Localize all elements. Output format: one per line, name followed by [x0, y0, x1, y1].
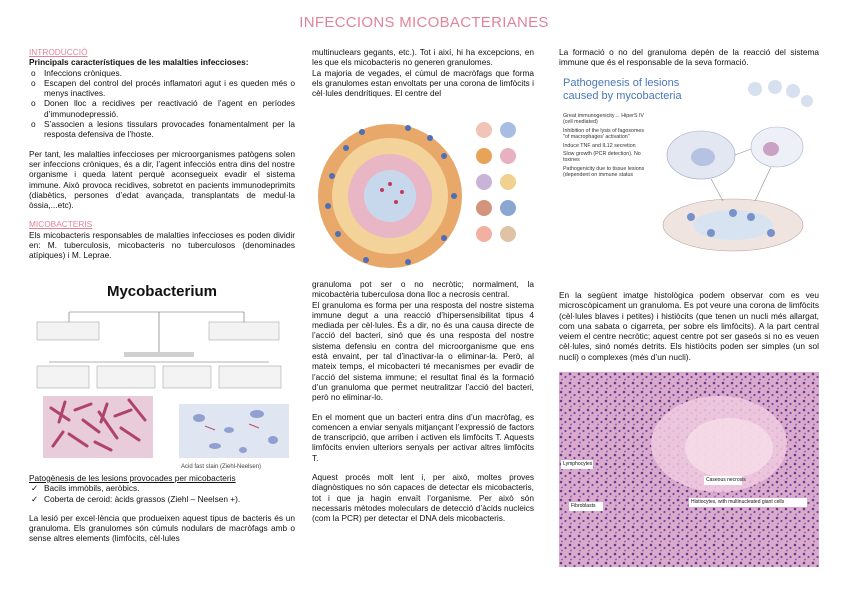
- column-2-bottom: granuloma pot ser o no necròtic; normalm…: [312, 279, 534, 524]
- intro-paragraph: Per tant, les malalties infeccioses per …: [29, 148, 295, 211]
- figure-bullet: Slow growth (PCR detection). No toxines: [563, 151, 641, 164]
- page-title: INFECCIONS MICOBACTERIANES: [299, 14, 549, 31]
- paragraph: En la següent imatge histològica podem o…: [559, 290, 819, 362]
- column-1: INTRODUCCIÓ Principals característiques …: [29, 47, 295, 261]
- column-3-top: La formació o no del granuloma depèn de …: [559, 47, 819, 68]
- list-item: Coberta de ceroid: àcids grassos (Ziehl …: [29, 494, 295, 505]
- pathogenesis-heading: Patogènesis de les lesions provocades pe…: [29, 473, 236, 483]
- list-item: Infeccions cròniques.: [29, 68, 295, 79]
- column-3-middle: En la següent imatge histològica podem o…: [559, 290, 819, 362]
- classification-diagram: [36, 311, 289, 458]
- section-heading-intro: INTRODUCCIÓ: [29, 47, 88, 57]
- figure-bullet: Great immunogenicity→ HiperS IV (cell me…: [563, 113, 644, 126]
- figure-title: Mycobacterium: [106, 283, 218, 300]
- pathogenesis-diagram: [662, 80, 813, 252]
- pathogenesis-figure: Pathogenesis of lesions caused by mycoba…: [563, 77, 819, 259]
- mycobacterium-figure: Mycobacterium: [29, 283, 295, 470]
- list-item: Donen lloc a recidives per reactivació d…: [29, 98, 295, 119]
- mico-paragraph: Els micobacteris responsables de malalti…: [29, 229, 295, 261]
- section-heading-micobacteris: MICOBACTERIS: [29, 219, 93, 230]
- column-2-top: multinuclears gegants, etc.). Tot i així…: [312, 47, 534, 98]
- pathogenesis-paragraph: La lesió per excel·lència que produeixen…: [29, 512, 295, 544]
- histology-label: Histiocytes, with multinucleated giant c…: [691, 499, 785, 505]
- paragraph: En el moment que un bacteri entra dins d…: [312, 411, 534, 463]
- histology-image: Lymphocytes Caseous necrosis Fibroblasts…: [559, 372, 819, 567]
- paragraph: granuloma pot ser o no necròtic; normalm…: [312, 279, 534, 300]
- figure-bullet: Induce TNF and IL12 secretion: [563, 142, 636, 149]
- column-1-bottom: Patogènesis de les lesions provocades pe…: [29, 473, 295, 544]
- paragraph: La majoria de vegades, el cúmul de macrò…: [312, 67, 534, 99]
- list-item: S’associen a lesions tissulars provocade…: [29, 119, 295, 140]
- intro-list: Infeccions cròniques. Escapen del contro…: [29, 68, 295, 140]
- figure-title: Pathogenesis of lesions caused by mycoba…: [563, 77, 682, 102]
- paragraph: multinuclears gegants, etc.). Tot i així…: [312, 47, 534, 68]
- intro-subheading: Principals característiques de les malal…: [29, 57, 249, 68]
- histology-label: Fibroblasts: [571, 503, 596, 509]
- histology-label: Caseous necrosis: [706, 477, 746, 483]
- granuloma-illustration: [312, 116, 534, 274]
- figure-bullet: Pathogenicity due to tissue lesions (dep…: [563, 165, 645, 179]
- list-item: Escapen del control del procés inflamato…: [29, 78, 295, 99]
- figure-bullet: Inhibition of the lysis of fagosomes "of…: [563, 127, 644, 141]
- paragraph: La formació o no del granuloma depèn de …: [559, 47, 819, 68]
- paragraph: El granuloma es forma per una resposta d…: [312, 299, 534, 403]
- pathogenesis-list: Bacils immòbils, aeròbics. Coberta de ce…: [29, 483, 295, 504]
- histology-label: Lymphocytes: [563, 461, 593, 467]
- list-item: Bacils immòbils, aeròbics.: [29, 483, 295, 494]
- figure-caption: Acid fast stain (Ziehl-Neelsen): [181, 464, 262, 470]
- paragraph: Aquest procés molt lent i, per això, mol…: [312, 472, 534, 524]
